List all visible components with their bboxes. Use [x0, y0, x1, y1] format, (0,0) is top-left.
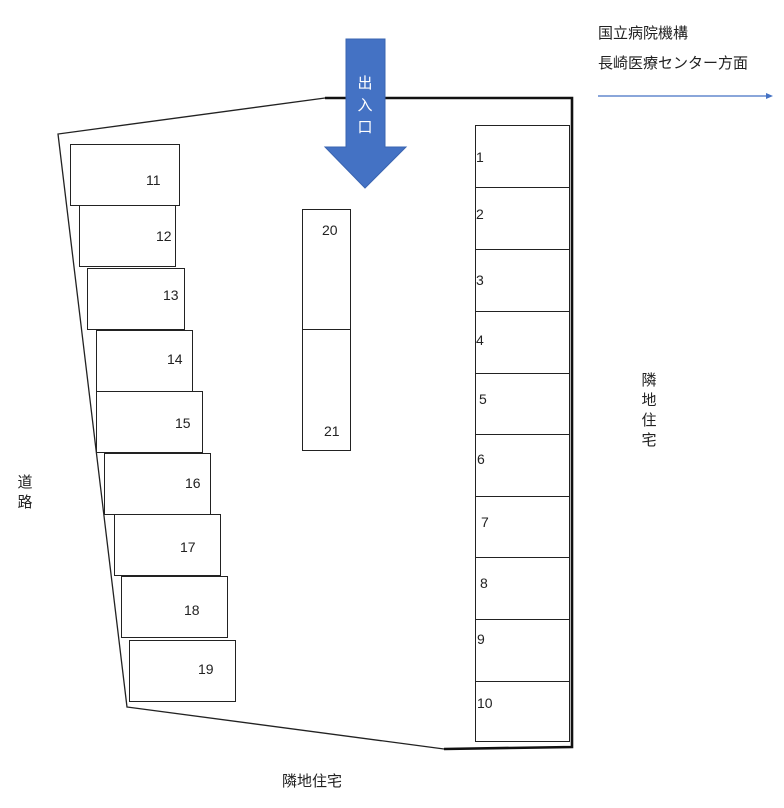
space-number: 2: [476, 206, 484, 222]
parking-space-2[interactable]: 2: [475, 187, 570, 250]
parking-space-16[interactable]: 16: [104, 453, 211, 515]
space-number: 21: [324, 423, 340, 439]
space-number: 14: [167, 351, 183, 367]
neighbor-house-bottom-label: 隣地住宅: [282, 772, 343, 790]
space-number: 7: [481, 514, 489, 530]
space-number: 19: [198, 661, 214, 677]
space-number: 18: [184, 602, 200, 618]
road-label: 道路: [17, 473, 33, 511]
parking-space-7[interactable]: 7: [475, 496, 570, 559]
space-number: 17: [180, 539, 196, 555]
destination-hospital-label: 国立病院機構: [598, 24, 689, 42]
parking-space-21[interactable]: 21: [302, 329, 351, 451]
lot-boundary-thick: [325, 96, 574, 751]
parking-space-20[interactable]: 20: [302, 209, 351, 331]
parking-space-4[interactable]: 4: [475, 311, 570, 374]
parking-space-6[interactable]: 6: [475, 434, 570, 497]
space-number: 11: [146, 172, 161, 188]
neighbor-house-right-label: 隣地住宅: [641, 371, 657, 449]
parking-space-18[interactable]: 18: [121, 576, 228, 638]
space-number: 16: [185, 475, 201, 491]
destination-center-label: 長崎医療センター方面: [598, 54, 749, 72]
parking-space-9[interactable]: 9: [475, 619, 570, 682]
space-number: 13: [163, 287, 179, 303]
parking-space-19[interactable]: 19: [129, 640, 236, 702]
entrance-arrow-icon: [323, 38, 408, 189]
parking-space-12[interactable]: 12: [79, 205, 176, 267]
parking-space-10[interactable]: 10: [475, 681, 570, 742]
parking-space-13[interactable]: 13: [87, 268, 185, 330]
space-number: 4: [476, 332, 484, 348]
space-number: 9: [477, 631, 485, 647]
parking-space-11[interactable]: 11: [70, 144, 180, 206]
space-number: 3: [476, 272, 484, 288]
parking-space-14[interactable]: 14: [96, 330, 193, 392]
parking-space-17[interactable]: 17: [114, 514, 221, 576]
space-number: 15: [175, 415, 191, 431]
space-number: 12: [156, 228, 172, 244]
parking-space-8[interactable]: 8: [475, 557, 570, 620]
space-number: 6: [477, 451, 485, 467]
space-number: 8: [480, 575, 488, 591]
parking-space-5[interactable]: 5: [475, 373, 570, 436]
parking-space-3[interactable]: 3: [475, 249, 570, 312]
parking-space-15[interactable]: 15: [96, 391, 203, 453]
destination-arrow-icon: [598, 93, 773, 99]
parking-space-1[interactable]: 1: [475, 125, 570, 188]
space-number: 20: [322, 222, 338, 238]
lot-boundary-thin: [57, 97, 445, 750]
entrance-label: 出入口: [357, 74, 373, 136]
space-number: 10: [477, 695, 493, 711]
space-number: 1: [476, 149, 484, 165]
space-number: 5: [479, 391, 487, 407]
